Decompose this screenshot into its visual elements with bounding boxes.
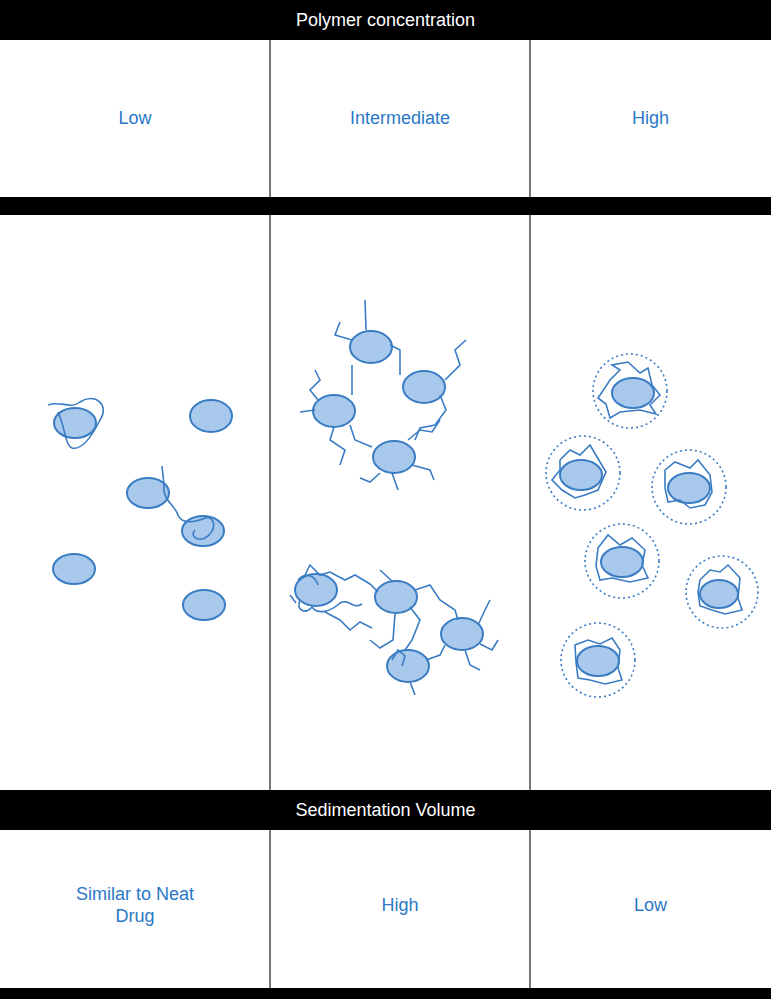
drug-particles <box>53 331 738 682</box>
cell-text: Low <box>634 894 667 917</box>
label-cell: High <box>270 830 530 980</box>
cell-text: High <box>381 894 418 917</box>
label-cell: Intermediate <box>270 40 530 197</box>
label-cell: Sedimentation Volume <box>0 790 771 830</box>
divider-bar <box>0 197 771 215</box>
label-cell: Polymer concentration <box>0 0 771 40</box>
header-bar <box>0 0 771 40</box>
header-text: Sedimentation Volume <box>295 799 475 822</box>
polymer-chains <box>48 300 742 695</box>
stabilizing-layer <box>546 354 758 697</box>
label-cell: Similar to Neat Drug <box>0 830 270 980</box>
column-lines <box>270 40 530 988</box>
header-text: Polymer concentration <box>296 9 475 32</box>
cell-text: Similar to Neat Drug <box>70 883 200 928</box>
column-heading: High <box>632 107 669 130</box>
label-cell: Low <box>530 830 771 980</box>
divider-bar <box>0 988 771 999</box>
column-heading: Intermediate <box>350 107 450 130</box>
header-bar <box>0 790 771 830</box>
label-cell: Low <box>0 40 270 197</box>
label-cell: High <box>530 40 771 197</box>
column-heading: Low <box>118 107 151 130</box>
